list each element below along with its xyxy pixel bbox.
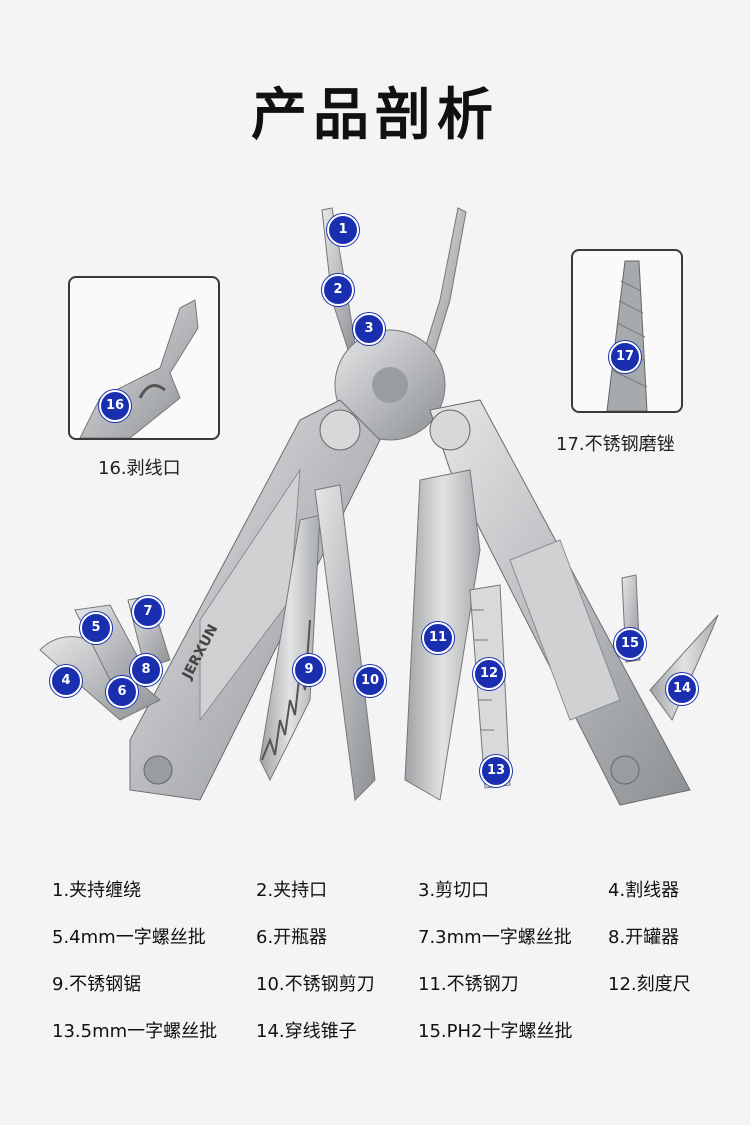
badge-7: 7 bbox=[132, 596, 164, 628]
badge-6: 6 bbox=[106, 676, 138, 708]
badge-8: 8 bbox=[130, 654, 162, 686]
legend-item: 12.刻度尺 bbox=[608, 974, 691, 995]
badge-17: 17 bbox=[609, 341, 641, 373]
badge-1: 1 bbox=[327, 214, 359, 246]
badge-10: 10 bbox=[354, 665, 386, 697]
badge-4: 4 bbox=[50, 665, 82, 697]
legend-item: 7.3mm一字螺丝批 bbox=[418, 927, 572, 948]
wire-stripper-inset bbox=[68, 276, 220, 440]
legend-item: 15.PH2十字螺丝批 bbox=[418, 1021, 573, 1042]
badge-15: 15 bbox=[614, 628, 646, 660]
badge-13: 13 bbox=[480, 755, 512, 787]
legend-item: 1.夹持缠绕 bbox=[52, 880, 142, 901]
scissors-tool bbox=[314, 484, 376, 802]
legend-item: 3.剪切口 bbox=[418, 880, 490, 901]
badge-14: 14 bbox=[666, 673, 698, 705]
legend-item: 5.4mm一字螺丝批 bbox=[52, 927, 206, 948]
page-title: 产品剖析 bbox=[251, 83, 499, 148]
badge-12: 12 bbox=[473, 658, 505, 690]
legend-item: 8.开罐器 bbox=[608, 927, 680, 948]
saw-blade bbox=[259, 514, 321, 782]
legend-item: 6.开瓶器 bbox=[256, 927, 328, 948]
badge-2: 2 bbox=[322, 274, 354, 306]
multitool-drawing: JERXUN bbox=[39, 207, 719, 806]
badge-11: 11 bbox=[422, 622, 454, 654]
legend-item: 13.5mm一字螺丝批 bbox=[52, 1021, 218, 1042]
legend-item: 10.不锈钢剪刀 bbox=[256, 974, 375, 995]
file-caption: 17.不锈钢磨锉 bbox=[556, 434, 675, 455]
legend-item: 11.不锈钢刀 bbox=[418, 974, 519, 995]
legend-item: 9.不锈钢锯 bbox=[52, 974, 142, 995]
badge-3: 3 bbox=[353, 313, 385, 345]
right-jaw bbox=[423, 207, 467, 361]
legend-item: 2.夹持口 bbox=[256, 880, 328, 901]
badge-9: 9 bbox=[293, 654, 325, 686]
wire-stripper-caption: 16.剥线口 bbox=[98, 458, 181, 479]
product-illustration: JERXUN 1 bbox=[39, 207, 719, 806]
badge-16: 16 bbox=[99, 390, 131, 422]
badge-5: 5 bbox=[80, 612, 112, 644]
file-inset bbox=[571, 249, 683, 413]
legend-item: 14.穿线锥子 bbox=[256, 1021, 357, 1042]
legend-item: 4.割线器 bbox=[608, 880, 680, 901]
parts-legend: 1.夹持缠绕 2.夹持口 3.剪切口 4.割线器 5.4mm一字螺丝批 6.开瓶… bbox=[52, 878, 732, 1044]
